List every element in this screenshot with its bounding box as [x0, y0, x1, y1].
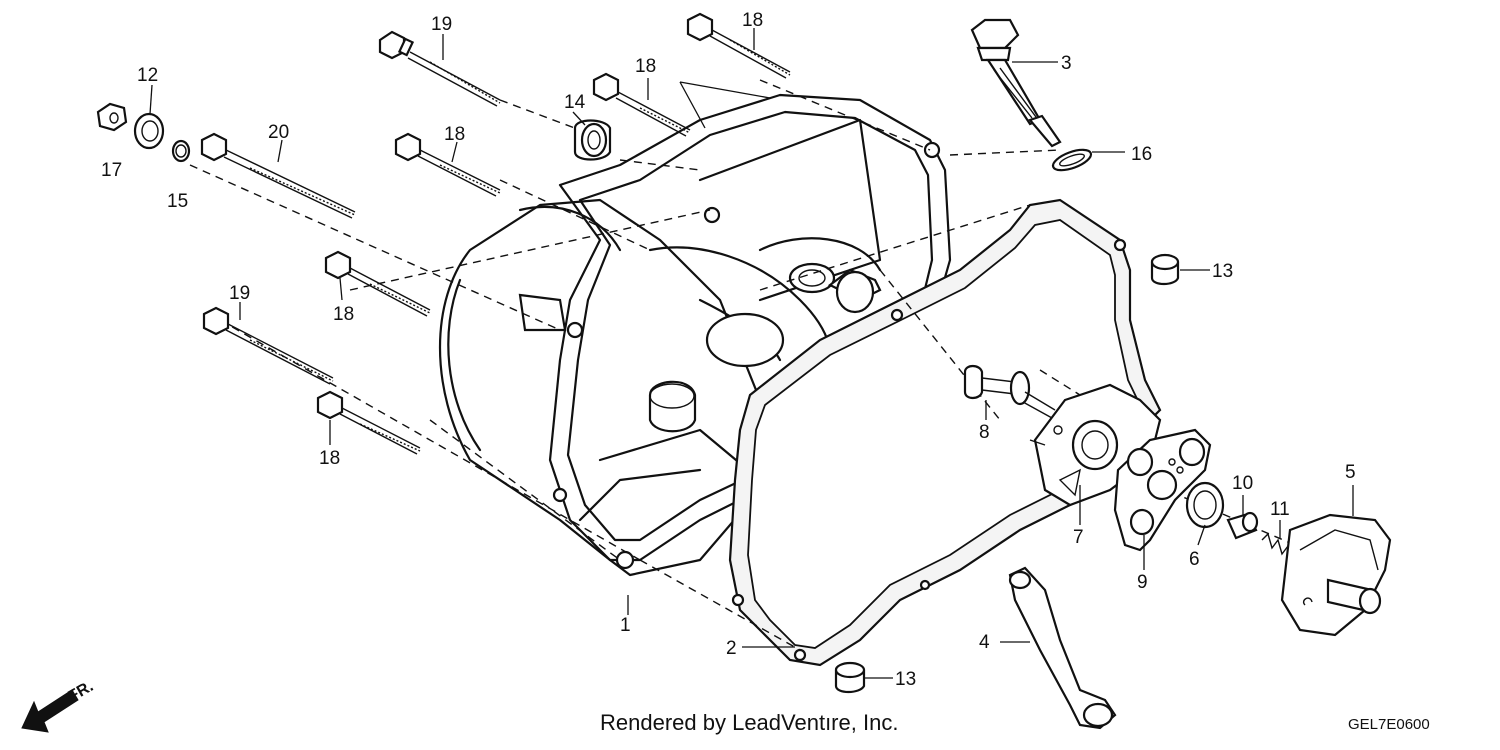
- dowel-pin-13-upper: [1150, 253, 1180, 286]
- cover-gasket: [728, 198, 1162, 667]
- callout-labels: 1 2 3 4 5 6 7 8 9 10 11 12 13 13 14 15 1…: [101, 10, 1356, 690]
- bracket-9: [1113, 428, 1212, 552]
- callout-9: 9: [1137, 572, 1148, 593]
- o-ring-16: [1051, 148, 1093, 172]
- o-ring-15: [171, 139, 191, 163]
- callout-18-left: 18: [333, 304, 354, 325]
- callout-4: 4: [979, 632, 990, 653]
- dowel-pin-13-lower: [834, 661, 866, 694]
- callout-20: 20: [268, 122, 289, 143]
- oil-seal-14: [573, 119, 612, 161]
- arm-4: [1008, 566, 1117, 730]
- collar-10: [1226, 511, 1259, 540]
- bolt-19-top: [378, 30, 501, 107]
- callout-8: 8: [979, 422, 990, 443]
- callout-11: 11: [1270, 499, 1290, 520]
- bolt-18-left: [324, 250, 431, 317]
- leader-lines: [149, 28, 1354, 679]
- bolt-19-left: [202, 306, 334, 385]
- callout-12: 12: [137, 65, 158, 86]
- callout-1: 1: [620, 615, 631, 636]
- bolt-18-top: [686, 12, 791, 79]
- nut-17: [96, 102, 128, 132]
- callout-19-left: 19: [229, 283, 250, 304]
- front-direction-arrow: FR.: [21, 678, 96, 733]
- bolt-18-lower-left: [316, 390, 421, 455]
- callout-15: 15: [167, 191, 188, 212]
- callout-5: 5: [1345, 462, 1356, 483]
- callout-18-mid-top: 18: [635, 56, 656, 77]
- callout-19-top: 19: [431, 14, 452, 35]
- callout-14: 14: [564, 92, 586, 113]
- seal-6: [1185, 481, 1225, 529]
- callout-18-upper-left: 18: [444, 124, 465, 145]
- callout-7: 7: [1073, 527, 1084, 548]
- callout-18-lower-left: 18: [319, 448, 340, 469]
- bolt-18-upper-left: [394, 132, 501, 197]
- callout-16: 16: [1131, 144, 1152, 165]
- oil-dipstick-3: [970, 18, 1062, 148]
- render-credit: Rendered by LeadVentıre, Inc.: [600, 710, 899, 735]
- callout-17: 17: [101, 160, 122, 181]
- stud-8: [963, 364, 1056, 419]
- callout-18-top: 18: [742, 10, 763, 31]
- callout-10: 10: [1232, 473, 1253, 494]
- callout-2: 2: [726, 638, 737, 659]
- washer-12: [133, 112, 165, 150]
- bolt-20: [200, 132, 356, 219]
- bolt-18-mid-top: [592, 72, 691, 137]
- cam-plate-5: [1280, 513, 1392, 637]
- diagram-code: GEL7E0600: [1348, 716, 1430, 733]
- callout-3: 3: [1061, 53, 1072, 74]
- callout-6: 6: [1189, 549, 1200, 570]
- callout-13-lower: 13: [895, 669, 916, 690]
- callout-13-upper: 13: [1212, 261, 1233, 282]
